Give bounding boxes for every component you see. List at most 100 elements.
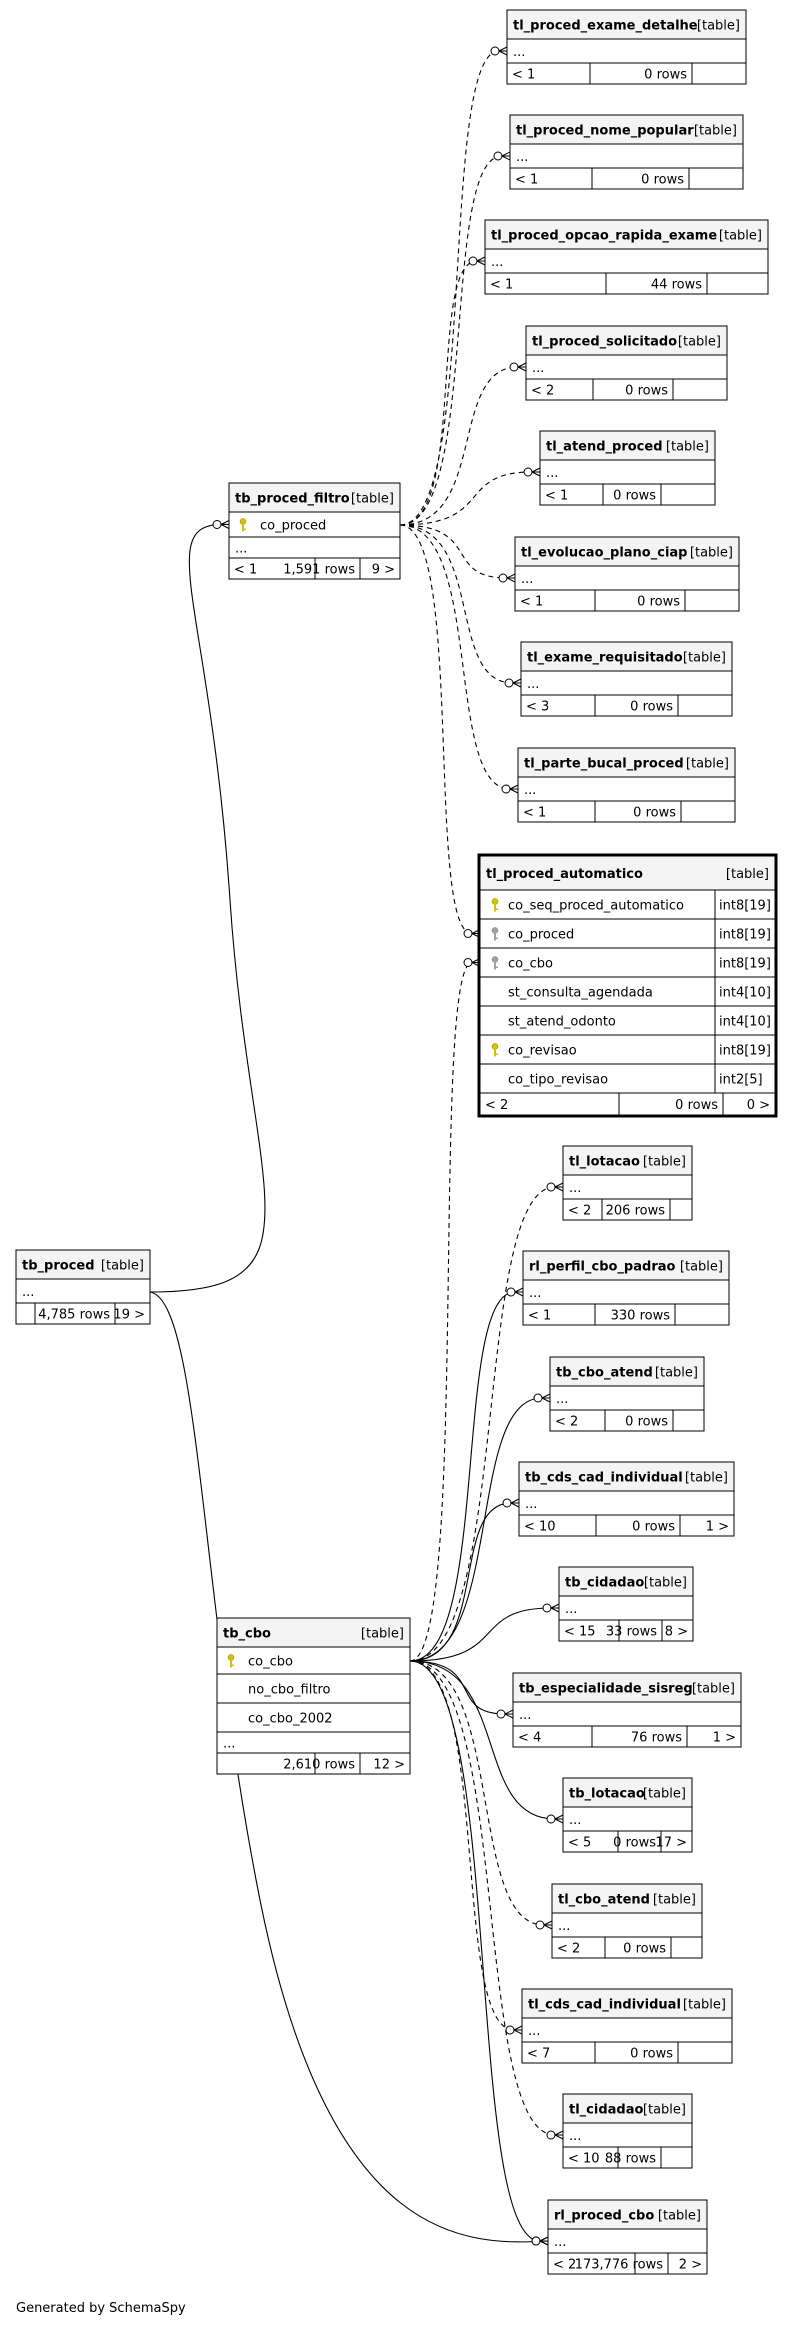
more-columns-row: ... [532,361,544,376]
crows-foot [550,1603,560,1613]
table-tb-cbo[interactable]: tb_cbo[table]co_cbono_cbo_filtroco_cbo_2… [216,1617,411,1775]
generated-by-footer: Generated by SchemaSpy [16,2301,186,2316]
more-columns-row: ... [565,1602,577,1617]
parents-count: < 1 [528,1309,551,1324]
parents-count: < 3 [526,700,549,715]
optional-circle [509,362,519,372]
children-count: 2 > [679,2258,702,2273]
parents-count: < 1 [512,68,535,83]
parents-count: < 1 [545,489,568,504]
row-count: 4,785 rows [38,1308,110,1323]
column-name: ... [516,150,528,165]
column-name: ... [529,1286,541,1301]
table-name: tb_proced [22,1259,95,1274]
column-name: co_proced [260,519,326,534]
optional-circle [502,1498,512,1508]
table-tag: [table] [692,1682,735,1697]
table-tag: [table] [643,2103,686,2118]
foreign-key-icon [491,927,499,941]
more-columns-row: ... [569,1813,581,1828]
parents-count: < 10 [524,1520,556,1535]
optional-circle [523,467,533,477]
column-name: co_tipo_revisao [508,1073,608,1088]
column-name: no_cbo_filtro [248,1683,331,1698]
relationship-tb-proced-filtro-tl-proced-automatico [399,524,481,938]
optional-circle [490,46,500,56]
crows-foot [501,151,511,161]
table-tag: [table] [101,1259,144,1274]
column-name: ... [235,542,247,557]
crows-foot [509,784,519,794]
relationship-tb-cbo-rl-proced-cbo [409,1660,549,2246]
optional-circle [546,1182,556,1192]
table-name: tl_proced_exame_detalhe [513,19,698,34]
column-name: co_proced [508,928,574,943]
table-tag: [table] [694,124,737,139]
table-tag: [table] [351,492,394,507]
row-count: 0 rows [625,384,668,399]
column-name: ... [513,45,525,60]
parents-count: < 10 [568,2152,600,2167]
table-tag: [table] [643,1155,686,1170]
row-count: 44 rows [651,278,702,293]
table-tag: [table] [726,867,769,882]
row-count: 173,776 rows [575,2258,664,2273]
column-name: co_cbo_2002 [248,1712,333,1727]
column-co-proced: co_proced [239,518,326,534]
table-name: tb_cbo [223,1627,271,1642]
row-count: 88 rows [605,2152,656,2167]
row-count: 0 rows [625,1415,668,1430]
crows-foot [554,1814,564,1824]
crows-foot [541,1393,551,1403]
more-columns-row: ... [556,1392,568,1407]
foreign-key-icon [491,956,499,970]
parents-count: < 2 [568,1204,591,1219]
table-tl-proced-automatico[interactable]: tl_proced_automatico[table]co_seq_proced… [477,853,778,1118]
crows-foot [220,520,230,529]
table-name: rl_perfil_cbo_padrao [529,1260,676,1275]
more-columns-row: ... [223,1737,235,1752]
more-columns-row: ... [22,1285,34,1300]
children-count: 19 > [113,1308,145,1323]
row-count: 0 rows [641,173,684,188]
column-name: ... [554,2235,566,2250]
table-tl-proced-opcao-rapida-exame[interactable]: tl_proced_opcao_rapida_exame[table]...< … [484,219,769,295]
relationship-lines [149,46,564,2246]
optional-circle [531,2236,541,2246]
parents-count: < 15 [564,1625,596,1640]
optional-circle [504,678,514,688]
optional-circle [535,1920,545,1930]
parents-count: < 1 [523,806,546,821]
